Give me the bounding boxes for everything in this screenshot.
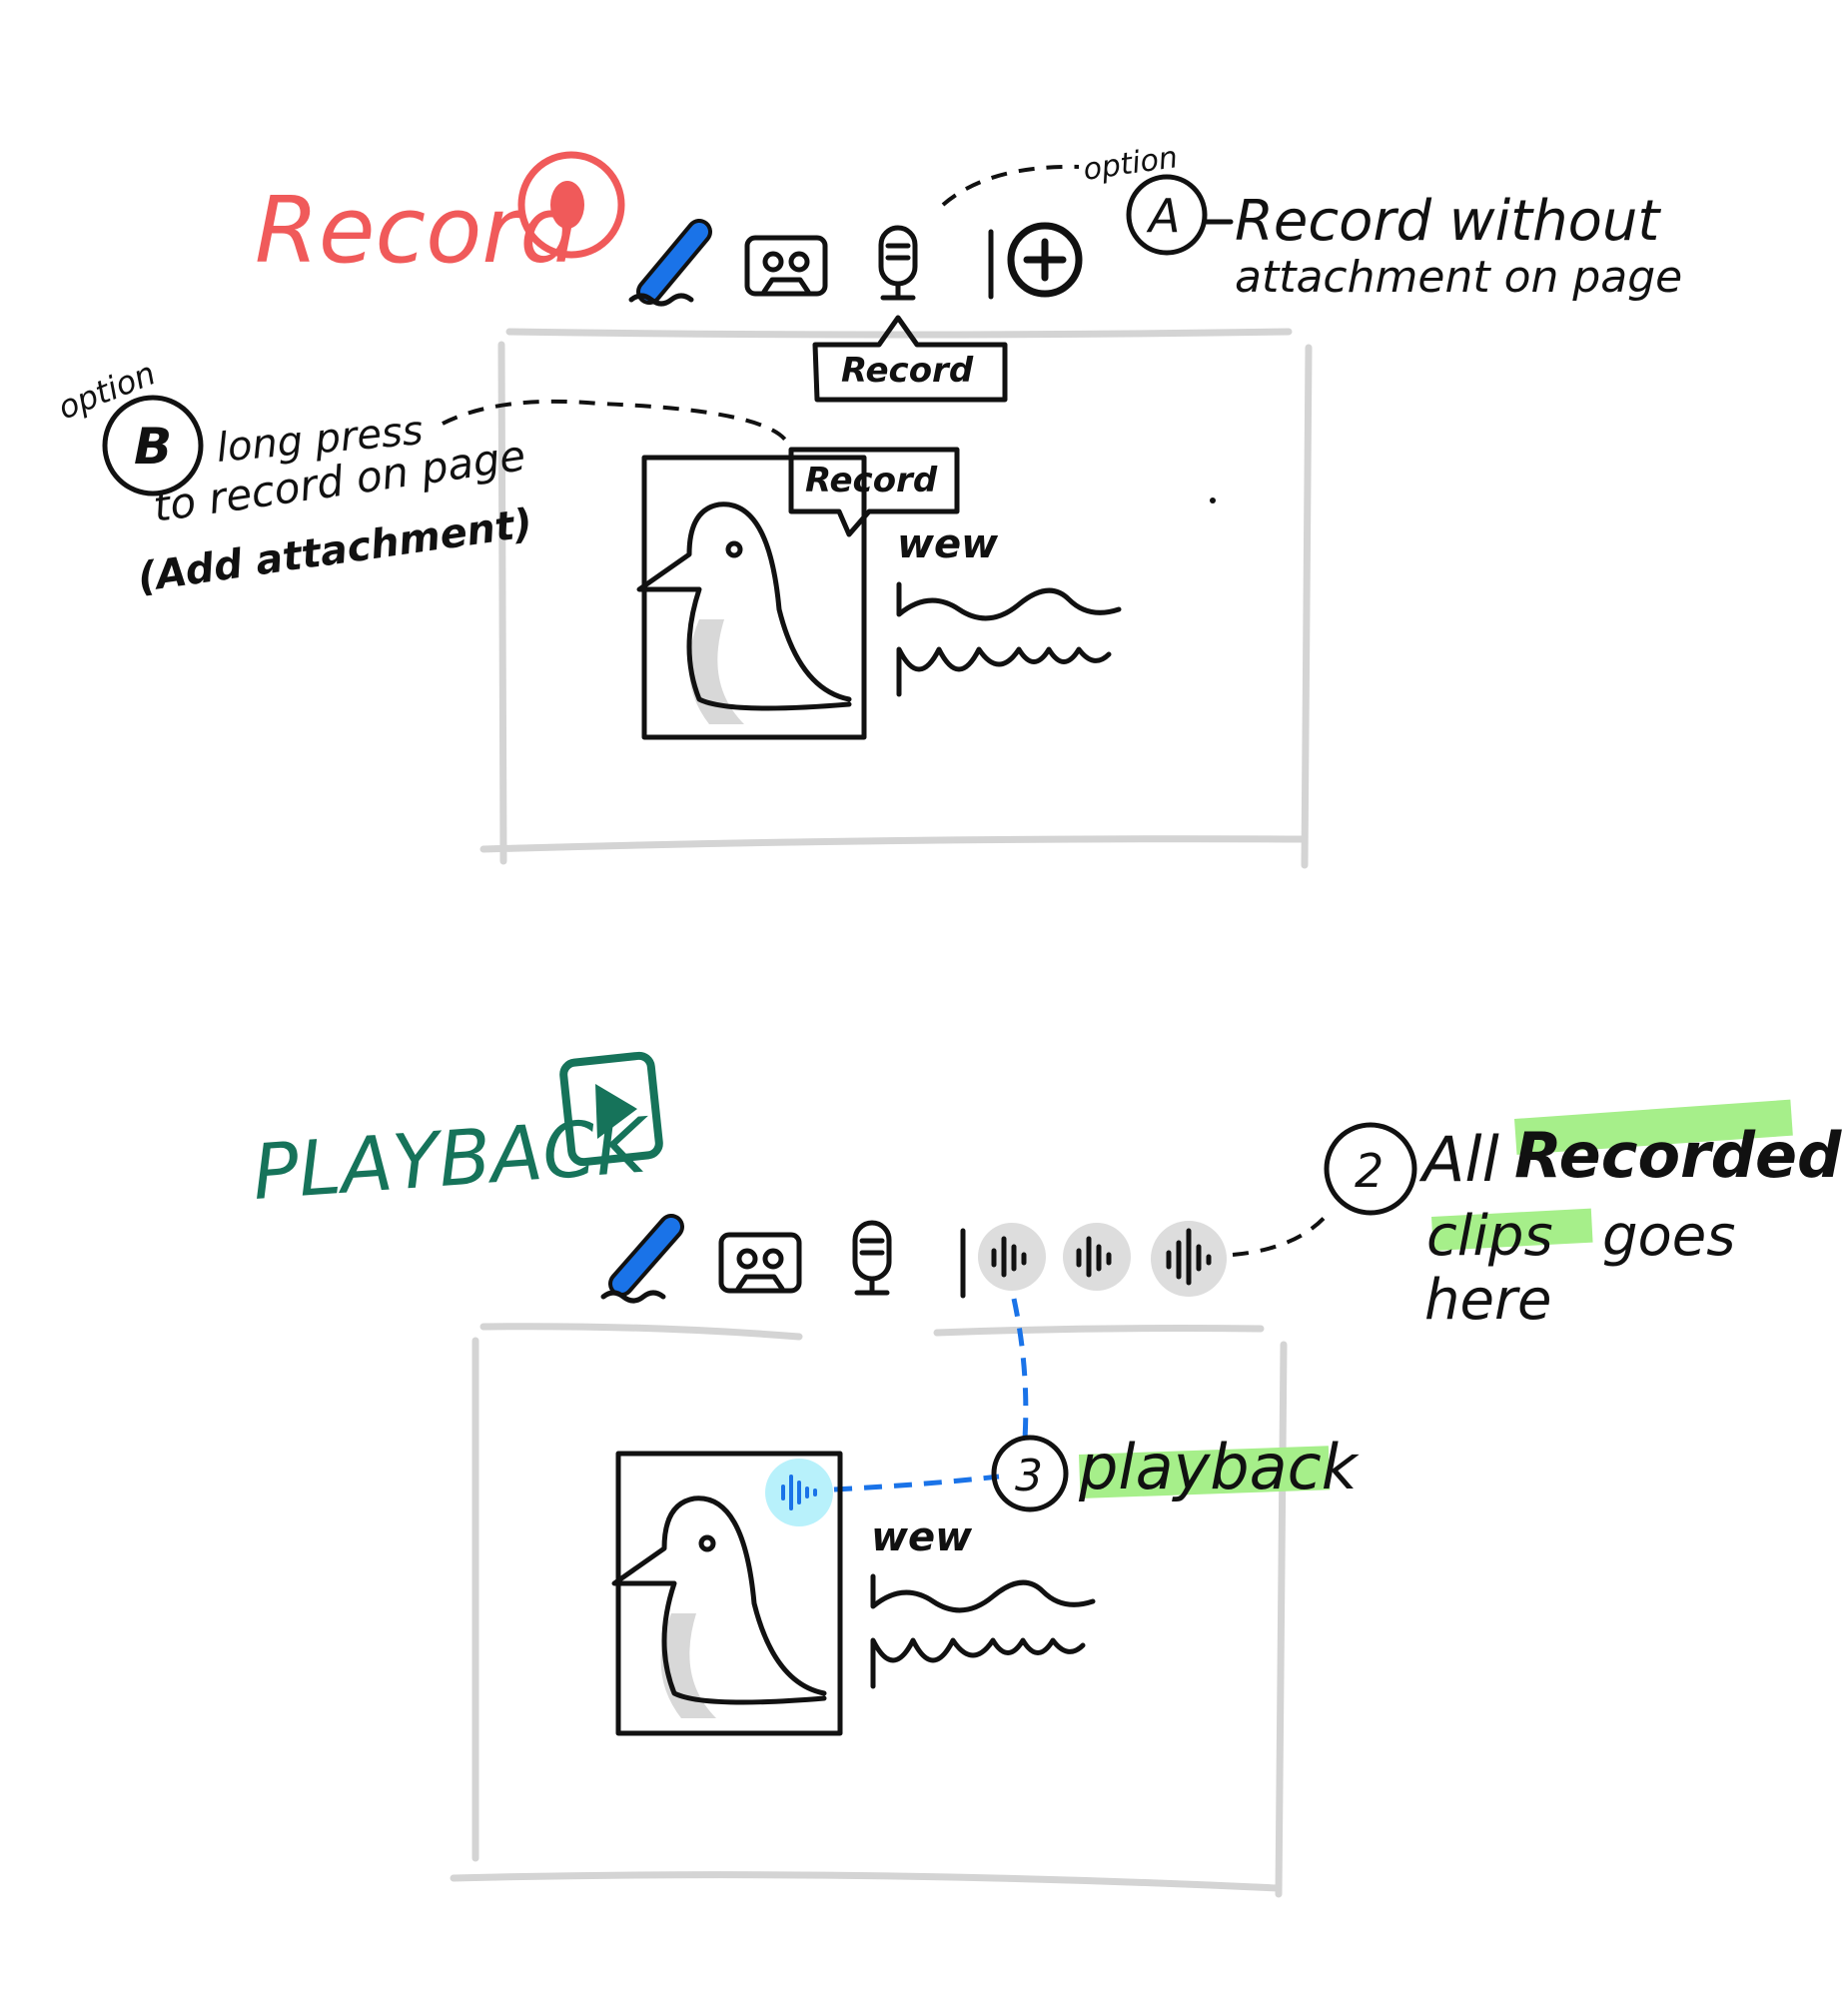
clips-note-goes: goes — [1602, 1204, 1735, 1269]
audio-clip-2[interactable] — [1063, 1223, 1131, 1291]
page-frame-playback — [450, 1323, 1288, 1898]
waveform-icon — [1166, 1228, 1212, 1286]
record-tooltip-toolbar: Record — [812, 315, 1008, 403]
audio-clip-1[interactable] — [978, 1223, 1046, 1291]
step-3-badge — [991, 1435, 1069, 1512]
waveform-icon — [991, 1236, 1027, 1278]
step-2-badge — [1324, 1122, 1417, 1216]
scribble-line — [896, 581, 1122, 621]
scribble-line — [896, 646, 1112, 697]
audio-clip-3[interactable] — [1151, 1221, 1227, 1297]
add-icon[interactable] — [1007, 222, 1083, 298]
cassette-icon[interactable] — [744, 235, 828, 297]
mic-icon[interactable] — [878, 225, 918, 301]
option-b-tag: option — [53, 354, 161, 427]
option-a-letter: A — [1146, 189, 1180, 243]
clips-note-here: here — [1424, 1268, 1551, 1333]
option-b-badge — [102, 395, 204, 497]
play-icon — [559, 1051, 663, 1167]
highlight — [1431, 1208, 1593, 1251]
option-a-tag: option — [1081, 140, 1180, 188]
waveform-icon — [781, 1475, 817, 1510]
scribble-line — [870, 1573, 1096, 1613]
bird-image — [611, 1451, 843, 1736]
playback-note-label: playback — [1078, 1431, 1360, 1503]
highlight — [1079, 1446, 1331, 1498]
record-circle-icon — [517, 151, 625, 259]
highlight — [1514, 1099, 1793, 1155]
page-frame-record — [479, 328, 1313, 869]
bird-image — [636, 455, 867, 740]
clips-note-clips: clips — [1426, 1204, 1553, 1269]
step-3-number: 3 — [1015, 1451, 1043, 1501]
option-b-letter: B — [134, 418, 172, 476]
waveform-icon — [1076, 1236, 1112, 1278]
toolbar-tooltip-label: Record — [841, 351, 974, 391]
cassette-icon[interactable] — [718, 1232, 802, 1294]
option-a-connector — [941, 164, 1080, 207]
pen-icon[interactable] — [628, 219, 712, 307]
option-b-connector — [442, 399, 787, 442]
option-a-line2: attachment on page — [1235, 252, 1682, 303]
page-text-heading: wew — [871, 1514, 973, 1560]
scribble-line — [870, 1637, 1086, 1689]
clips-note-recorded: Recorded — [1514, 1119, 1842, 1192]
page-text-heading: wew — [897, 521, 999, 567]
record-tooltip-image: Record — [788, 447, 960, 537]
option-a-line1: Record without — [1235, 189, 1661, 254]
mic-icon[interactable] — [852, 1220, 892, 1296]
audio-marker-on-image[interactable] — [765, 1459, 833, 1526]
pen-icon[interactable] — [600, 1214, 684, 1304]
clips-note-all: All — [1418, 1123, 1499, 1196]
clips-connector — [1232, 1211, 1331, 1257]
playback-connector-vertical — [1011, 1298, 1029, 1440]
step-2-number: 2 — [1355, 1144, 1384, 1198]
playback-connector-horizontal — [833, 1474, 1000, 1493]
option-a-badge — [1126, 174, 1208, 256]
image-tooltip-label: Record — [805, 461, 938, 500]
stray-dot — [1210, 498, 1216, 503]
